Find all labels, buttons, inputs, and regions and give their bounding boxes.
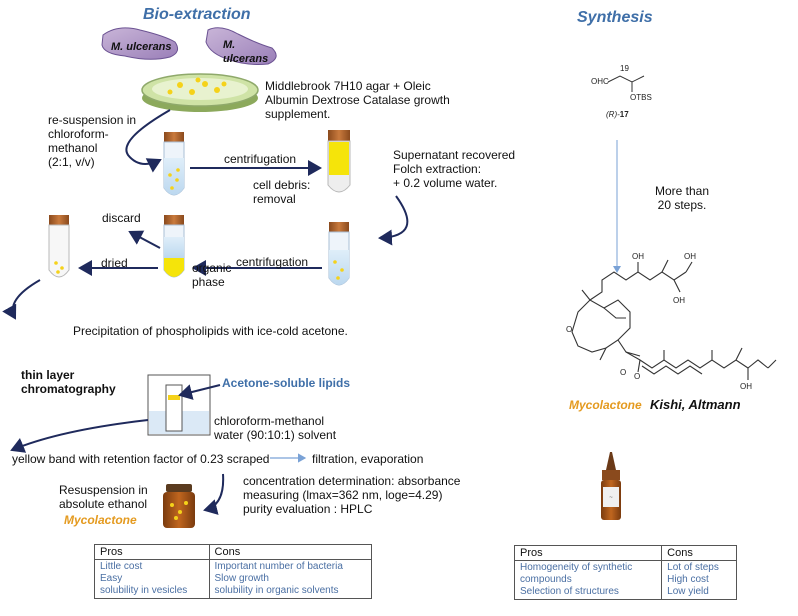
bio-extraction-title: Bio-extraction — [143, 6, 251, 23]
oh-label-4: OH — [740, 382, 752, 391]
o-label-2: O — [620, 368, 627, 377]
dried-label: dried — [101, 256, 128, 270]
bio-table-header-cons: Cons — [208, 544, 373, 560]
mycolactone-label-bio: Mycolactone — [64, 513, 137, 527]
amber-bottle — [163, 484, 195, 528]
medium-description: Middlebrook 7H10 agar + Oleic Albumin De… — [265, 79, 450, 121]
synth-pros-cell: Homogeneity of synthetic compounds Selec… — [513, 560, 663, 600]
arrow-to-discard — [128, 230, 161, 249]
arrow-supernatant-to-folch — [378, 195, 409, 246]
centrifugation-label-2: centrifugation — [236, 255, 309, 269]
synth-table-header-pros: Pros — [513, 545, 663, 561]
bio-cons-cell: Important number of bacteria Slow growth… — [208, 559, 373, 599]
authors-label: Kishi, Altmann — [650, 397, 741, 412]
arrow-acetone-to-plate — [178, 384, 221, 400]
compound-otbs: OTBS — [630, 93, 652, 102]
compound-17-structure — [607, 75, 645, 92]
bacteria-label-1: M. ulcerans — [111, 41, 172, 53]
oh-label-2: OH — [673, 296, 685, 305]
arrow-to-bottle — [203, 473, 225, 515]
o-label-1: O — [566, 325, 573, 334]
yellow-band-label: yellow band with retention factor of 0.2… — [12, 452, 270, 466]
mycolactone-structure — [571, 259, 777, 380]
discard-label: discard — [102, 211, 141, 225]
tube-resuspension — [163, 132, 185, 196]
compound-19: 19 — [620, 64, 629, 73]
tube-organic-phase — [163, 215, 185, 278]
synth-table-header-cons: Cons — [661, 545, 737, 561]
tube-dried — [48, 215, 70, 278]
arrow-dish-to-tube — [125, 109, 171, 173]
tube-folch — [328, 222, 350, 286]
compound-label: (R)-17 — [606, 110, 629, 119]
supernatant-label: Supernatant recovered Folch extraction: … — [393, 148, 516, 190]
tlc-label: thin layer chromatography — [21, 368, 116, 396]
synth-cons-cell: Lot of steps High cost Low yield — [661, 560, 737, 600]
o-label-3: O — [634, 372, 641, 381]
filtration-label: filtration, evaporation — [312, 452, 424, 466]
tube-supernatant — [327, 130, 351, 193]
ampoule: ~ — [601, 452, 621, 520]
compound-ohc: OHC — [591, 77, 609, 86]
cell-debris-label: cell debris: removal — [253, 178, 311, 206]
bio-pros-cons-table: Pros Cons Little cost Easy solubility in… — [94, 544, 373, 599]
oh-label-3: OH — [684, 252, 696, 261]
oh-label-1: OH — [632, 252, 644, 261]
bacteria-blob-1 — [101, 27, 179, 60]
resuspension-label: re-suspension in chloroform- methanol (2… — [48, 113, 137, 169]
steps-label: More than 20 steps. — [655, 184, 710, 212]
precipitation-label: Precipitation of phospholipids with ice-… — [73, 324, 348, 338]
petri-dish — [141, 73, 259, 112]
svg-text:~: ~ — [609, 495, 613, 501]
bacteria-label-2: M. ulcerans — [223, 39, 269, 65]
bio-pros-cell: Little cost Easy solubility in vesicles — [94, 559, 210, 599]
bacteria-blob-2 — [205, 27, 277, 65]
centrifugation-label-1: centrifugation — [224, 152, 297, 166]
resuspension-ethanol-label: Resuspension in absolute ethanol — [59, 483, 148, 511]
bio-table-header-pros: Pros — [94, 544, 210, 560]
tlc-tank — [147, 374, 211, 436]
acetone-lipids-label: Acetone-soluble lipids — [222, 376, 351, 390]
solvent-label: chloroform-methanol water (90:10:1) solv… — [214, 414, 337, 442]
mycolactone-label-synth: Mycolactone — [569, 398, 642, 412]
synthesis-title: Synthesis — [577, 9, 653, 26]
arrow-to-precipitation — [2, 279, 41, 320]
organic-phase-label: organic phase — [192, 261, 232, 289]
concentration-label: concentration determination: absorbance … — [243, 474, 461, 516]
arrow-tlc-to-band — [10, 419, 149, 453]
synth-pros-cons-table: Pros Cons Homogeneity of synthetic compo… — [513, 545, 737, 600]
